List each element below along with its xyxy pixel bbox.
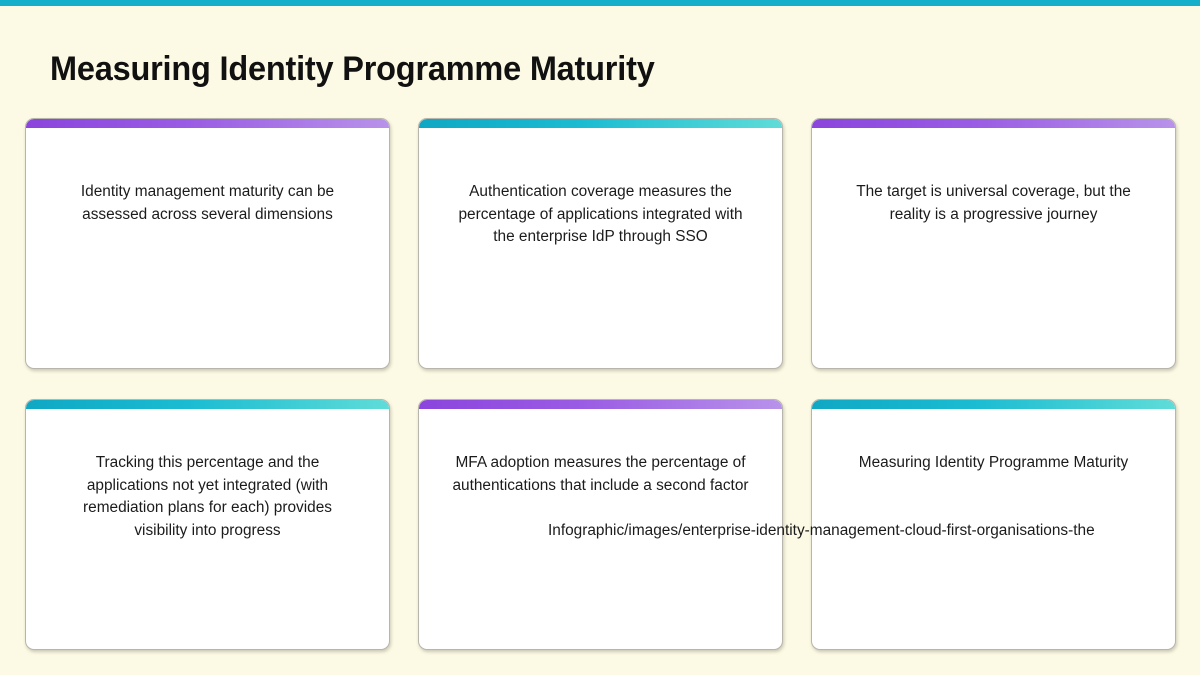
card-accent-bar (419, 400, 782, 409)
card-grid: Identity management maturity can be asse… (25, 118, 1176, 650)
card-universal-coverage-target[interactable]: The target is universal coverage, but th… (811, 118, 1176, 369)
card-accent-bar (812, 119, 1175, 128)
card-text: Identity management maturity can be asse… (80, 183, 335, 223)
card-tracking-progress[interactable]: Tracking this percentage and the applica… (25, 399, 390, 650)
card-text: Measuring Identity Programme Maturity (858, 454, 1129, 471)
card-programme-maturity-summary[interactable]: Measuring Identity Programme Maturity (811, 399, 1176, 650)
card-accent-bar (419, 119, 782, 128)
card-accent-bar (812, 400, 1175, 409)
top-accent-bar (0, 0, 1200, 6)
card-accent-bar (26, 400, 389, 409)
card-accent-bar (26, 119, 389, 128)
card-mfa-adoption[interactable]: MFA adoption measures the percentage of … (418, 399, 783, 650)
card-identity-maturity[interactable]: Identity management maturity can be asse… (25, 118, 390, 369)
card-text: The target is universal coverage, but th… (856, 183, 1131, 223)
card-authentication-coverage[interactable]: Authentication coverage measures the per… (418, 118, 783, 369)
page-title: Measuring Identity Programme Maturity (50, 49, 655, 88)
card-text: MFA adoption measures the percentage of … (452, 454, 749, 494)
card-text: Authentication coverage measures the per… (458, 183, 743, 245)
card-text: Tracking this percentage and the applica… (83, 454, 332, 539)
